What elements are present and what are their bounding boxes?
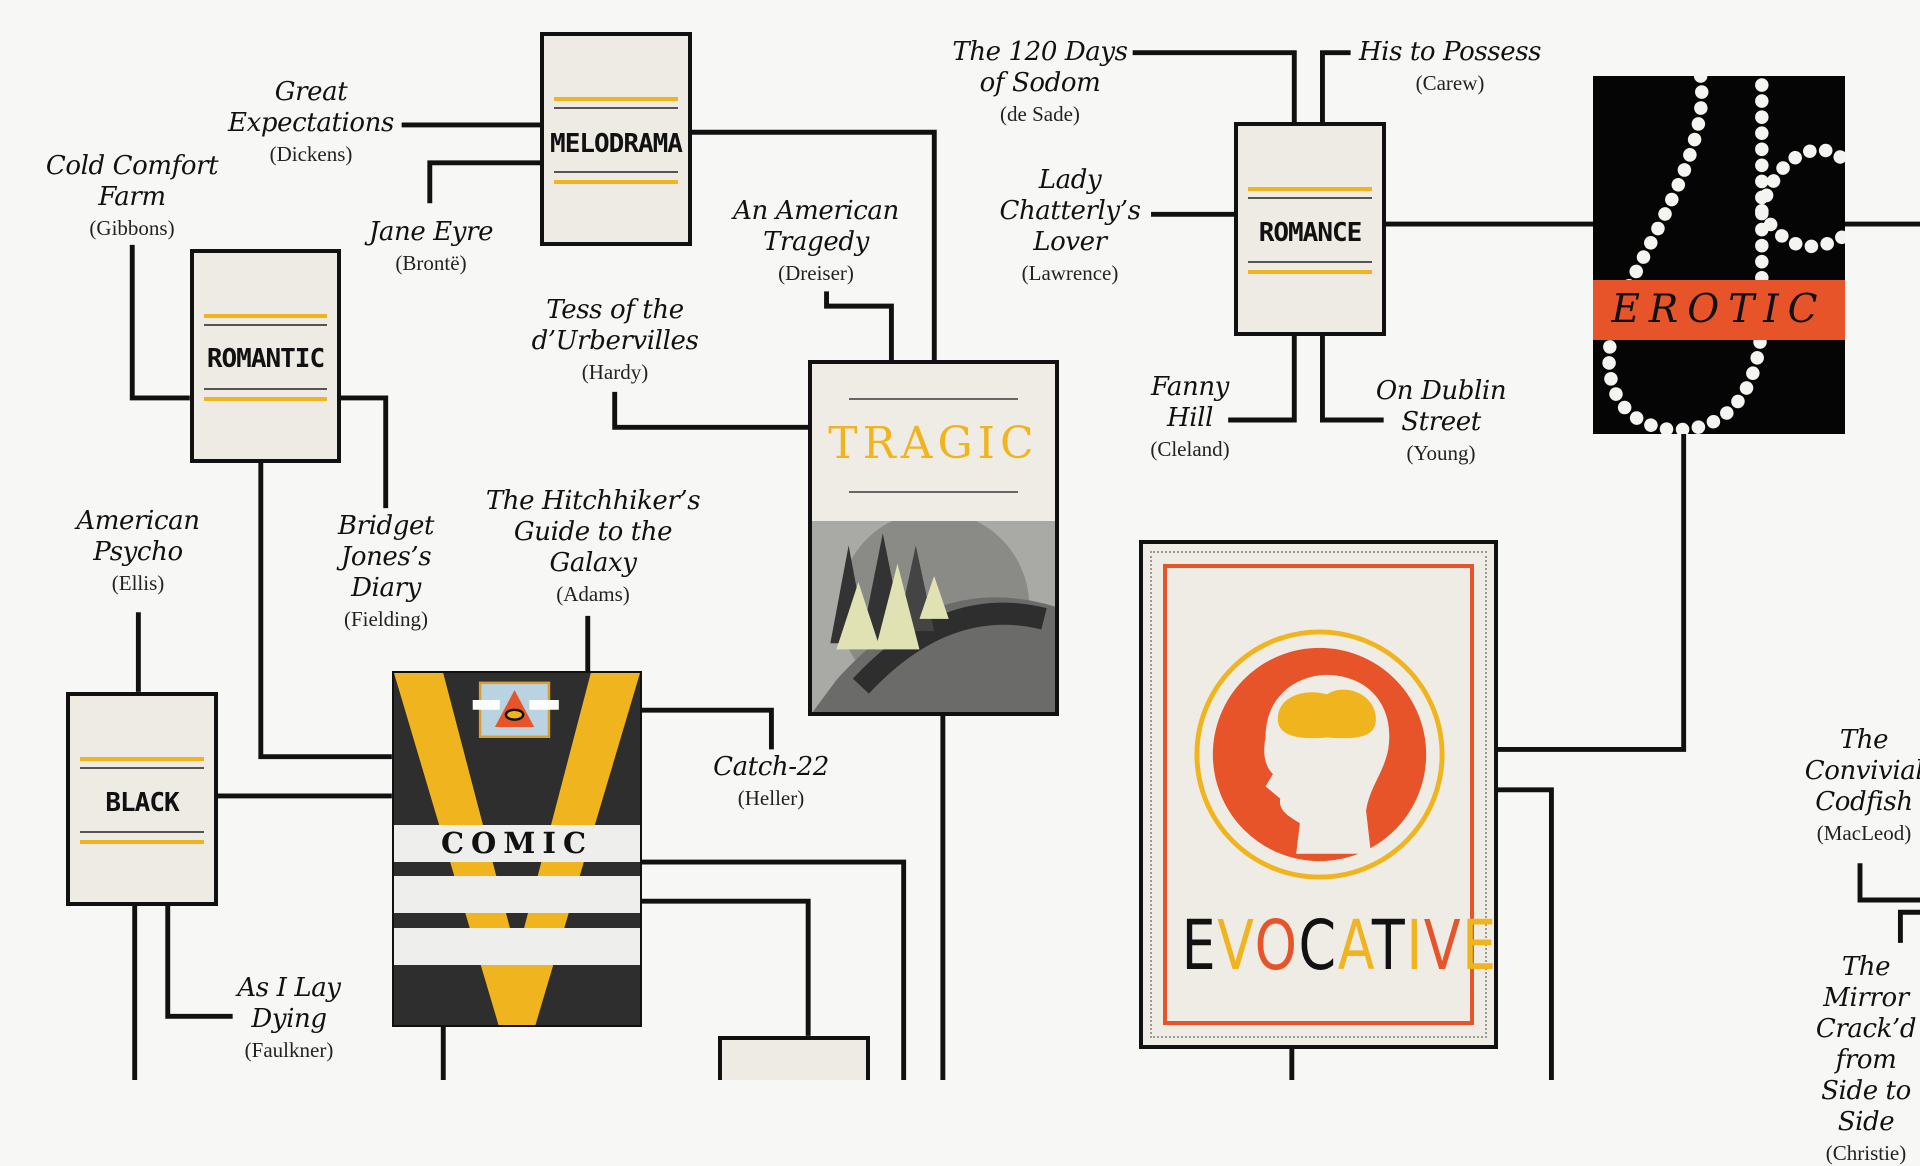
book-title: The 120 Days of Sodom xyxy=(952,37,1128,98)
book-mirror-crackd[interactable]: The Mirror Crack’d from Side to Side (Chr… xyxy=(1815,952,1917,1166)
genre-box-romantic[interactable]: ROMANTIC xyxy=(190,249,341,463)
cover-title: EVOCATIVE xyxy=(1181,906,1494,986)
genre-label: MELODRAMA xyxy=(550,129,683,159)
book-on-dublin-street[interactable]: On Dublin Street (Young) xyxy=(1375,376,1507,466)
pearl-necklace-graphic xyxy=(1602,76,1845,434)
genre-label: BLACK xyxy=(105,788,179,818)
book-author: (Adams) xyxy=(556,582,630,606)
cover-title-letter: T xyxy=(1371,906,1407,986)
book-author: (Dickens) xyxy=(269,142,353,166)
cover-title-letter: E xyxy=(1462,906,1498,986)
cover-title-letter: V xyxy=(1423,906,1463,986)
book-hitchhikers-guide[interactable]: The Hitchhiker’s Guide to the Galaxy (Ada… xyxy=(485,486,701,607)
genre-label: ROMANCE xyxy=(1258,218,1363,248)
book-author: (Lawrence) xyxy=(1021,261,1119,285)
book-american-psycho[interactable]: American Psycho (Ellis) xyxy=(76,506,200,596)
book-great-expectations[interactable]: Great Expectations (Dickens) xyxy=(228,77,394,167)
book-author: (Carew) xyxy=(1415,71,1485,95)
book-title: Bridget Jones’s Diary xyxy=(337,511,435,603)
book-title: American Psycho xyxy=(76,506,200,567)
book-title: Lady Chatterly’s Lover xyxy=(999,165,1141,257)
book-author: (MacLeod) xyxy=(1816,821,1912,845)
cover-tragic[interactable]: TRAGIC xyxy=(808,360,1059,716)
cover-title-letter: C xyxy=(1298,906,1338,986)
cover-title: EROTIC xyxy=(1593,280,1845,340)
book-as-i-lay-dying[interactable]: As I Lay Dying (Faulkner) xyxy=(237,973,341,1063)
forest-landscape-illustration xyxy=(812,521,1055,712)
book-title: The Convivial Codfish xyxy=(1804,725,1920,817)
genre-box-partial[interactable] xyxy=(718,1036,870,1080)
v-stripes-graphic xyxy=(394,673,640,1025)
genre-label: ROMANTIC xyxy=(206,344,325,374)
book-120-days-of-sodom[interactable]: The 120 Days of Sodom (de Sade) xyxy=(952,37,1128,127)
book-title: An American Tragedy xyxy=(733,196,899,257)
book-author: (Gibbons) xyxy=(89,216,175,240)
book-author: (Ellis) xyxy=(111,571,165,595)
book-title: Fanny Hill xyxy=(1151,372,1229,433)
genre-box-melodrama[interactable]: MELODRAMA xyxy=(540,32,692,246)
book-author: (Brontë) xyxy=(395,251,467,275)
book-author: (Hardy) xyxy=(581,360,649,384)
genre-box-romance[interactable]: ROMANCE xyxy=(1234,122,1386,336)
book-title: Catch-22 xyxy=(713,752,829,782)
book-fanny-hill[interactable]: Fanny Hill (Cleland) xyxy=(1150,372,1229,462)
book-author: (Faulkner) xyxy=(244,1038,334,1062)
book-author: (Fielding) xyxy=(344,607,428,631)
book-title: The Hitchhiker’s Guide to the Galaxy xyxy=(485,486,701,578)
book-author: (Dreiser) xyxy=(778,261,854,285)
cover-title-letter: E xyxy=(1181,906,1218,986)
cover-comic[interactable]: COMIC xyxy=(392,671,642,1027)
book-title: Cold Comfort Farm xyxy=(45,151,219,212)
cover-title-letter: A xyxy=(1337,906,1372,986)
book-title: Great Expectations xyxy=(228,77,394,138)
head-brain-icon xyxy=(1194,629,1445,880)
book-title: The Mirror Crack’d from Side to Side xyxy=(1815,952,1917,1137)
genre-box-black[interactable]: BLACK xyxy=(66,692,218,906)
book-bridget-jones-diary[interactable]: Bridget Jones’s Diary (Fielding) xyxy=(337,511,435,632)
book-author: (Christie) xyxy=(1825,1141,1907,1165)
book-author: (de Sade) xyxy=(1000,102,1080,126)
cover-title: COMIC xyxy=(394,825,640,862)
book-title: As I Lay Dying xyxy=(237,973,341,1034)
book-lady-chatterlys-lover[interactable]: Lady Chatterly’s Lover (Lawrence) xyxy=(999,165,1140,286)
book-convivial-codfish[interactable]: The Convivial Codfish (MacLeod) xyxy=(1805,725,1920,846)
book-title: Tess of the d’Urbervilles xyxy=(531,295,699,356)
cover-title-letter: O xyxy=(1254,906,1299,986)
book-title: Jane Eyre xyxy=(368,217,494,247)
book-author: (Heller) xyxy=(737,786,805,810)
connector-lines xyxy=(129,50,1920,1080)
genre-family-tree: MELODRAMA ROMANTIC BLACK ROMANCE TRAGIC … xyxy=(45,32,1920,1165)
book-author: (Young) xyxy=(1406,441,1476,465)
book-his-to-possess[interactable]: His to Possess (Carew) xyxy=(1358,37,1542,96)
book-title: His to Possess xyxy=(1358,37,1542,67)
book-author: (Cleland) xyxy=(1150,437,1230,461)
cover-evocative[interactable]: EVOCATIVE xyxy=(1139,540,1498,1049)
book-cold-comfort-farm[interactable]: Cold Comfort Farm (Gibbons) xyxy=(45,151,219,241)
cover-title-letter: I xyxy=(1406,906,1424,986)
book-title: On Dublin Street xyxy=(1375,376,1507,437)
book-tess[interactable]: Tess of the d’Urbervilles (Hardy) xyxy=(532,295,699,385)
book-jane-eyre[interactable]: Jane Eyre (Brontë) xyxy=(368,217,494,276)
cover-title-letter: V xyxy=(1217,906,1255,986)
cover-title: TRAGIC xyxy=(828,418,1039,469)
book-an-american-tragedy[interactable]: An American Tragedy (Dreiser) xyxy=(733,196,899,286)
book-catch-22[interactable]: Catch-22 (Heller) xyxy=(713,752,829,811)
cover-erotic[interactable]: EROTIC xyxy=(1593,76,1845,434)
